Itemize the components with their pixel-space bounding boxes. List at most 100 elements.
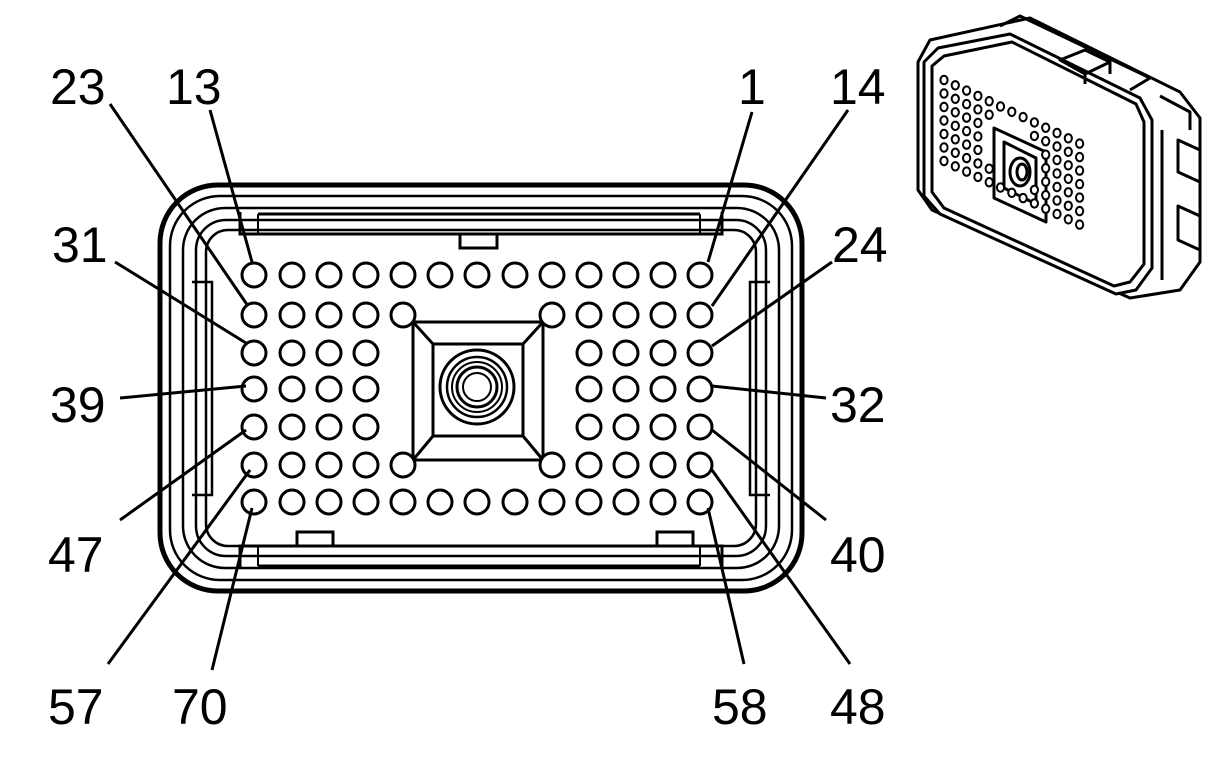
isometric-pin-cavity — [1041, 149, 1051, 160]
isometric-pin-cavity — [962, 166, 972, 177]
pin-cavity — [649, 375, 677, 403]
isometric-pin-cavity — [1007, 187, 1017, 199]
label-pin-57: 57 — [48, 679, 104, 735]
pin-cavity — [315, 451, 343, 479]
isometric-pin-cavity — [1063, 133, 1073, 144]
isometric-pin-cavity — [950, 93, 960, 105]
pin-cavity — [240, 451, 268, 479]
isometric-pin-cavities — [939, 74, 1085, 230]
pin-cavity — [352, 451, 380, 479]
label-pin-39: 39 — [50, 377, 106, 433]
isometric-pin-cavity — [1018, 111, 1028, 123]
isometric-pin-cavity — [1052, 195, 1062, 206]
isometric-pin-cavity — [1075, 219, 1085, 230]
pin-cavity — [240, 488, 268, 516]
pin-cavity — [315, 375, 343, 403]
label-pin-48: 48 — [830, 679, 886, 735]
isometric-pin-cavity — [995, 101, 1006, 112]
isometric-pin-cavity — [1075, 178, 1085, 190]
pin-cavity — [575, 339, 603, 367]
isometric-pin-cavity — [939, 101, 949, 113]
pin-cavity — [278, 375, 306, 403]
pin-cavity — [352, 339, 380, 367]
isometric-pin-cavity — [950, 161, 960, 172]
pin-cavity — [501, 488, 529, 516]
pin-cavity — [278, 261, 306, 289]
pin-cavity — [612, 261, 640, 289]
pin-cavity — [240, 261, 268, 289]
isometric-pin-cavity — [1075, 165, 1085, 176]
pin-cavity — [278, 301, 306, 329]
pin-cavity — [612, 375, 640, 403]
pin-cavities — [240, 261, 714, 516]
isometric-pin-cavity — [1041, 136, 1051, 147]
pin-cavity — [278, 451, 306, 479]
isometric-pin-cavity — [1029, 198, 1040, 209]
isometric-pin-cavity — [1029, 184, 1040, 196]
isometric-pin-cavity — [962, 98, 972, 110]
pin-cavity — [575, 301, 603, 329]
isometric-pin-cavity — [1041, 122, 1051, 133]
isometric-pin-cavity — [984, 96, 994, 107]
pin-cavity — [463, 488, 491, 516]
pin-cavity — [389, 261, 417, 289]
pin-cavity — [278, 339, 306, 367]
pin-cavity — [686, 451, 714, 479]
pin-cavity — [649, 488, 677, 516]
pin-cavity — [501, 261, 529, 289]
isometric-pin-cavity — [1041, 190, 1051, 201]
pin-cavity — [389, 451, 417, 479]
pin-cavity — [686, 261, 714, 289]
pin-cavity — [538, 451, 566, 479]
isometric-pin-cavity — [1075, 205, 1085, 217]
isometric-pin-cavity — [939, 142, 949, 153]
isometric-pin-cavity — [962, 139, 972, 150]
pin-cavity — [352, 413, 380, 441]
isometric-pin-cavity — [950, 120, 960, 132]
pin-cavity — [240, 375, 268, 403]
label-pin-1: 1 — [738, 59, 766, 115]
isometric-pin-cavity — [1052, 208, 1062, 220]
pin-cavity — [575, 413, 603, 441]
isometric-pin-cavity — [962, 125, 972, 137]
pin-cavity — [686, 339, 714, 367]
isometric-pin-cavity — [973, 117, 983, 129]
pin-cavity — [538, 261, 566, 289]
pin-cavity — [352, 488, 380, 516]
isometric-pin-cavity — [973, 131, 983, 142]
isometric-pin-cavity — [1063, 173, 1073, 185]
pin-cavity — [278, 413, 306, 441]
isometric-pin-cavity — [973, 171, 983, 183]
pin-cavity — [315, 339, 343, 367]
pin-cavity — [389, 488, 417, 516]
pin-cavity — [315, 488, 343, 516]
isometric-pin-cavity — [1052, 127, 1062, 139]
label-pin-32: 32 — [830, 377, 886, 433]
pin-cavity — [686, 375, 714, 403]
isometric-pin-cavity — [1063, 160, 1073, 171]
pin-cavity — [352, 261, 380, 289]
pin-cavity — [315, 301, 343, 329]
label-pin-24: 24 — [832, 217, 888, 273]
pin-cavity — [240, 339, 268, 367]
pin-cavity — [389, 301, 417, 329]
pin-cavity — [686, 301, 714, 329]
isometric-pin-cavity — [1052, 168, 1062, 179]
isometric-pin-cavity — [995, 182, 1006, 193]
isometric-pin-cavity — [939, 128, 949, 140]
isometric-pin-cavity — [1063, 200, 1073, 212]
isometric-pin-cavity — [950, 134, 960, 145]
pin-cavity — [426, 261, 454, 289]
pin-cavity — [649, 339, 677, 367]
isometric-pin-cavity — [1075, 192, 1085, 203]
pin-cavity — [575, 451, 603, 479]
pin-cavity — [649, 413, 677, 441]
isometric-pin-cavity — [1075, 151, 1085, 163]
center-jack-screw — [411, 320, 545, 462]
isometric-pin-cavity — [973, 90, 983, 102]
isometric-pin-cavity — [1063, 146, 1073, 158]
label-pin-70: 70 — [172, 679, 228, 735]
isometric-pin-cavity — [950, 80, 960, 91]
label-pin-47: 47 — [48, 527, 104, 583]
leader-lines — [106, 103, 852, 671]
